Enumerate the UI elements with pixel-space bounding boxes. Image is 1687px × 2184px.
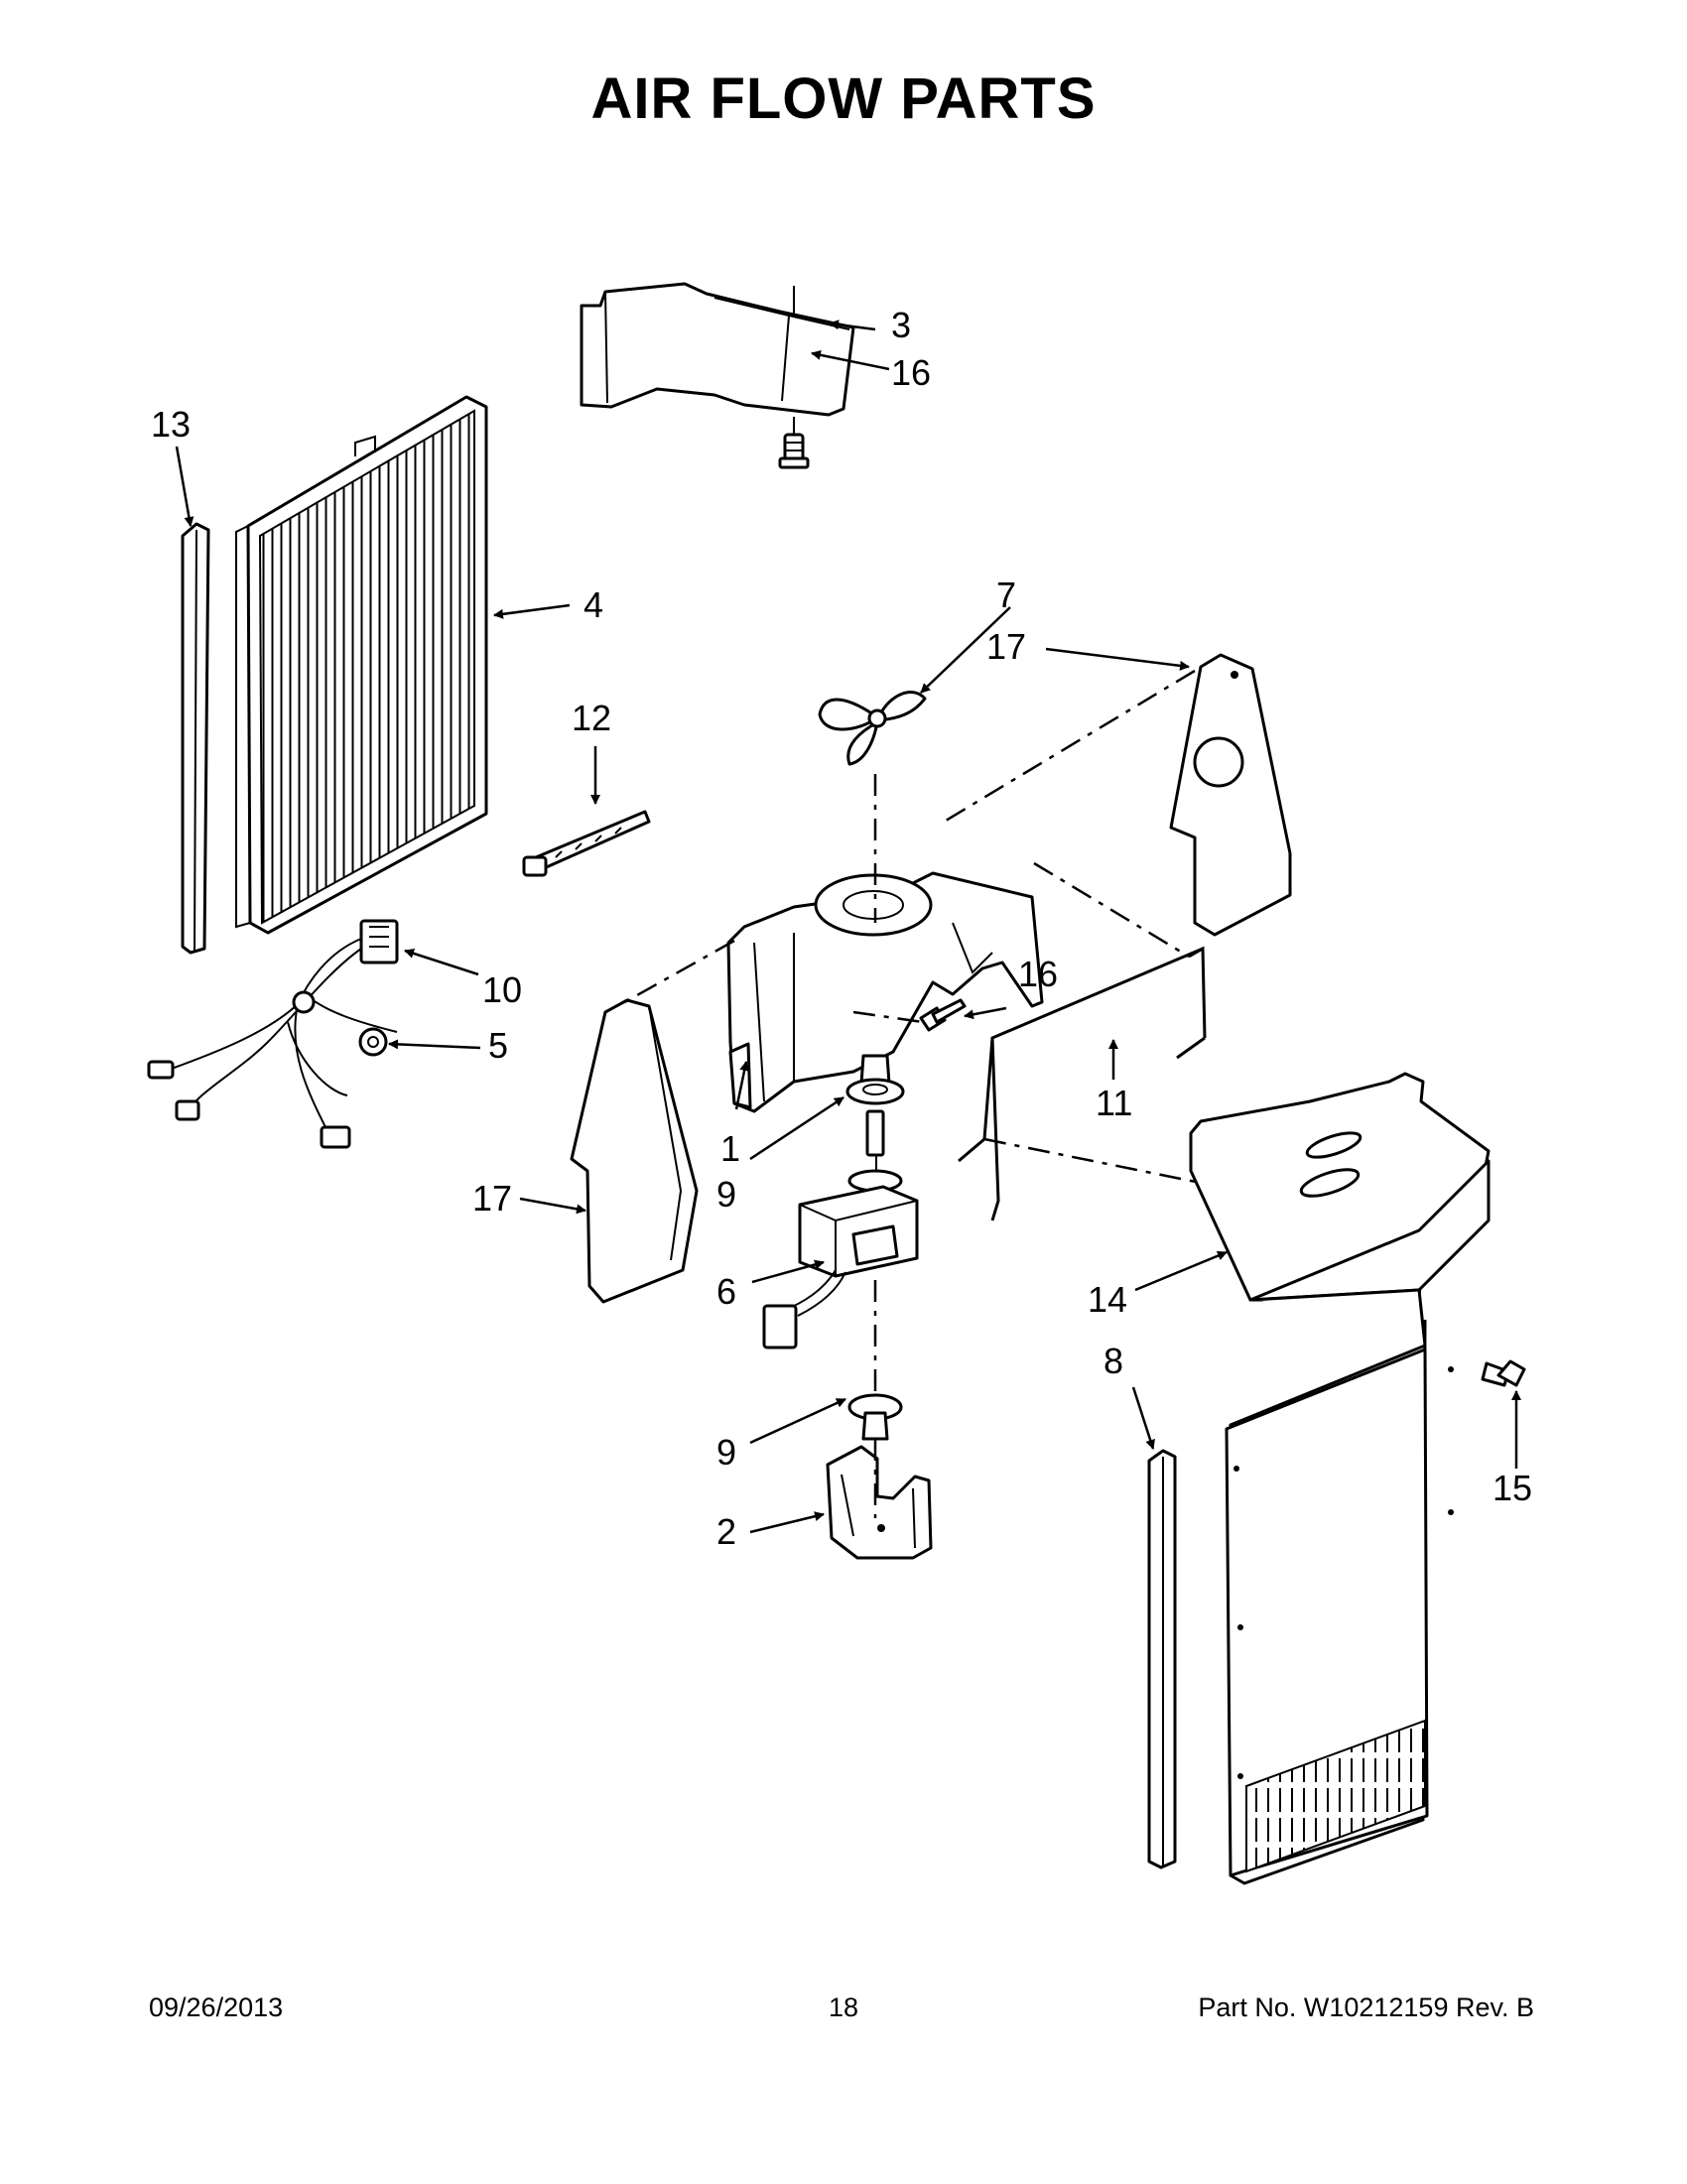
callout-11: 11	[1096, 1083, 1132, 1123]
callout-7: 7	[996, 575, 1016, 615]
part-9-lower-grommet	[847, 1393, 903, 1441]
callout-10: 10	[482, 969, 522, 1010]
callout-6: 6	[716, 1271, 736, 1312]
page-title: AIR FLOW PARTS	[590, 66, 1097, 131]
callout-1: 1	[720, 1128, 740, 1169]
part-10-wire-harness	[147, 919, 399, 1149]
callout-9-top: 9	[716, 1174, 736, 1215]
callout-5: 5	[488, 1025, 508, 1066]
part-16-screw-top	[778, 417, 810, 469]
part-15-screw-right	[1481, 1359, 1526, 1387]
callout-16-mid: 16	[1018, 954, 1058, 994]
callout-12: 12	[572, 698, 611, 738]
part-16-screw-middle	[919, 998, 967, 1032]
part-2-motor-bracket	[826, 1445, 933, 1560]
callout-2: 2	[716, 1511, 736, 1552]
callout-16-top: 16	[891, 352, 931, 393]
part-14-rear-panel-lower	[1225, 1288, 1454, 1885]
part-6-fan-motor	[762, 1109, 919, 1349]
callout-3: 3	[891, 305, 911, 345]
callout-17-top: 17	[986, 626, 1026, 667]
assembly-lines	[620, 669, 1202, 1518]
part-5-thermistor	[358, 1027, 388, 1057]
footer-part-number: Part No. W10212159 Rev. B	[1198, 1992, 1534, 2022]
part-8-seal-strip	[1147, 1449, 1177, 1869]
footer-page-number: 18	[828, 1992, 859, 2022]
callout-4: 4	[584, 584, 603, 625]
footer-date: 09/26/2013	[149, 1992, 284, 2022]
callout-17-left: 17	[472, 1178, 512, 1219]
part-12-cable-tie	[522, 810, 651, 877]
callout-8: 8	[1103, 1341, 1123, 1381]
part-11-wire-bracket	[958, 946, 1207, 1221]
part-1-fan-shroud	[726, 871, 1044, 1113]
part-3-air-duct	[580, 282, 855, 417]
callout-9-bottom: 9	[716, 1432, 736, 1473]
leader-arrows	[175, 320, 1521, 1534]
callout-15: 15	[1492, 1468, 1532, 1508]
part-14-rear-panel-upper	[1189, 1072, 1491, 1302]
callout-13: 13	[151, 404, 191, 445]
part-17-baffle-right	[1169, 653, 1292, 937]
part-17-baffle-left	[570, 998, 699, 1304]
callout-labels: 3 16 13 4 7 17 12 10 16 5 11 1 9 17 6 14…	[151, 305, 1532, 1552]
callout-14: 14	[1088, 1279, 1127, 1320]
part-4-evaporator-cover	[235, 395, 488, 935]
part-9-upper-grommet	[845, 1054, 905, 1105]
part-13-seal-strip	[181, 522, 210, 955]
part-7-fan-blade	[818, 691, 927, 766]
